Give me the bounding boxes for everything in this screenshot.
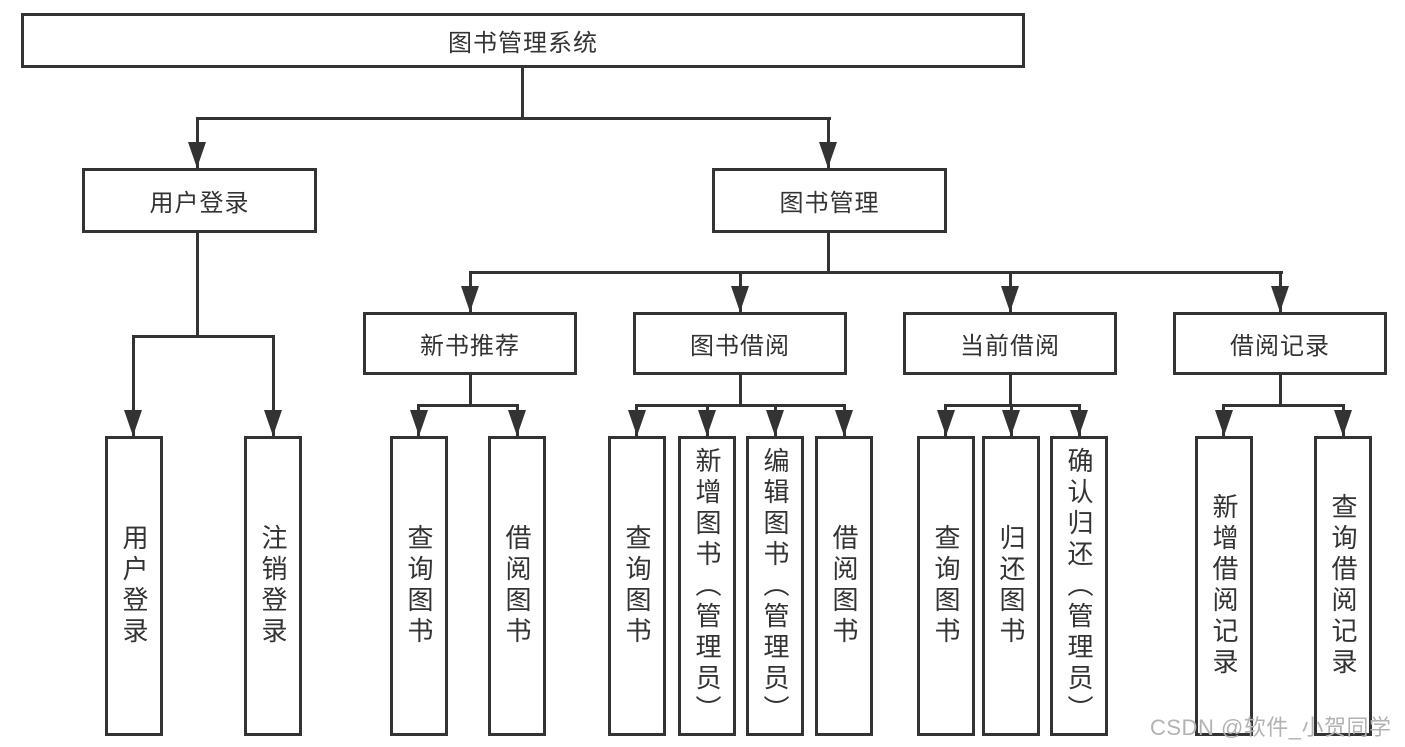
leaf-query-borrow-record: 查询借阅记录 (1314, 436, 1372, 736)
csdn-watermark: CSDN @软件_小贺同学 (1150, 715, 1392, 740)
node-borrow-record: 借阅记录 (1173, 312, 1387, 375)
connector-line (521, 67, 524, 120)
arrow-down-icon (508, 410, 526, 436)
connector-line (469, 374, 472, 406)
leaf-user-login: 用户登录 (105, 436, 163, 736)
leaf-return-book: 归还图书 (982, 436, 1040, 736)
connector-line (272, 335, 275, 436)
leaf-query-books-2: 查询图书 (608, 436, 666, 736)
arrow-down-icon (1334, 410, 1352, 436)
arrow-down-icon (1070, 410, 1088, 436)
arrow-down-icon (124, 410, 142, 436)
connector-line (417, 404, 519, 407)
connector-line (196, 117, 831, 120)
connector-line (132, 335, 135, 436)
arrow-down-icon (264, 410, 282, 436)
arrow-down-icon (819, 142, 837, 168)
leaf-edit-book-admin: 编辑图书（管理员） (746, 436, 804, 736)
arrow-down-icon (698, 410, 716, 436)
connector-line (827, 232, 830, 274)
leaf-borrow-books-2: 借阅图书 (815, 436, 873, 736)
arrow-down-icon (461, 286, 479, 312)
connector-line (1009, 374, 1012, 406)
arrow-down-icon (410, 410, 428, 436)
arrow-down-icon (766, 410, 784, 436)
arrow-down-icon (1215, 410, 1233, 436)
arrow-down-icon (1271, 286, 1289, 312)
leaf-query-books-3: 查询图书 (917, 436, 975, 736)
connector-line (469, 271, 1283, 274)
node-current-borrow: 当前借阅 (903, 312, 1117, 375)
leaf-logout: 注销登录 (244, 436, 302, 736)
connector-line (132, 335, 275, 338)
connector-line (1279, 374, 1282, 406)
arrow-down-icon (1002, 410, 1020, 436)
node-user-login: 用户登录 (82, 168, 317, 233)
leaf-borrow-books-1: 借阅图书 (488, 436, 546, 736)
arrow-down-icon (835, 410, 853, 436)
node-book-borrow: 图书借阅 (633, 312, 847, 375)
arrow-down-icon (731, 286, 749, 312)
connector-line (1222, 404, 1345, 407)
arrow-down-icon (628, 410, 646, 436)
arrow-down-icon (937, 410, 955, 436)
node-root-system: 图书管理系统 (21, 13, 1025, 68)
leaf-confirm-return-admin: 确认归还（管理员） (1050, 436, 1108, 736)
arrow-down-icon (188, 142, 206, 168)
leaf-add-borrow-record: 新增借阅记录 (1195, 436, 1253, 736)
leaf-add-book-admin: 新增图书（管理员） (678, 436, 736, 736)
node-new-book-recommend: 新书推荐 (363, 312, 577, 375)
connector-line (739, 374, 742, 406)
node-book-management: 图书管理 (712, 168, 947, 233)
connector-line (196, 232, 199, 338)
arrow-down-icon (1001, 286, 1019, 312)
connector-line (635, 404, 846, 407)
leaf-query-books-1: 查询图书 (390, 436, 448, 736)
